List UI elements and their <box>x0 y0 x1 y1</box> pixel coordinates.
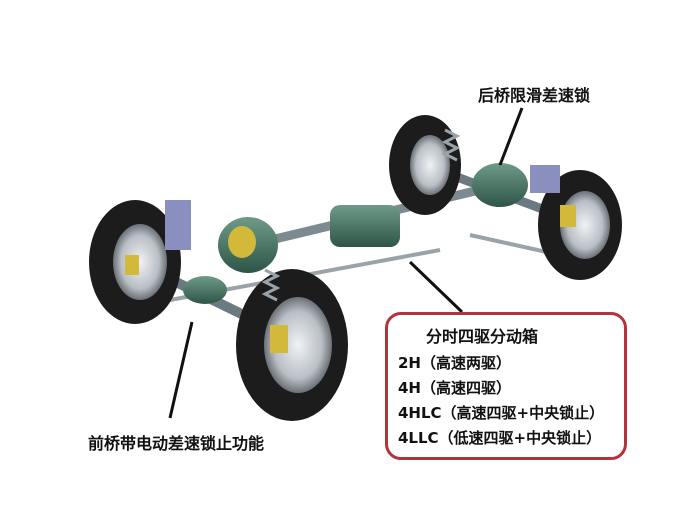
transfer-case-leader <box>408 260 464 314</box>
rear-differential <box>165 163 560 250</box>
mode-4llc: 4LLC（低速四驱+中央锁止） <box>398 429 602 447</box>
front-left-wheel <box>89 200 181 324</box>
mode-4hlc: 4HLC（高速四驱+中央锁止） <box>398 404 605 422</box>
rear-left-wheel <box>389 115 461 215</box>
mode-2h: 2H（高速两驱） <box>398 354 511 372</box>
transfer-case-title: 分时四驱分动箱 <box>426 327 539 346</box>
rear-axle-leader <box>498 107 524 166</box>
front-differential <box>183 217 278 304</box>
rear-right-wheel <box>538 170 622 280</box>
springs <box>261 128 461 302</box>
front-axle-label: 前桥带电动差速锁止功能 <box>88 434 265 453</box>
rear-axle-label: 后桥限滑差速锁 <box>478 86 591 105</box>
front-right-wheel <box>236 269 348 421</box>
transfer-case-info-box: 分时四驱分动箱 2H（高速两驱） 4H（高速四驱） 4HLC（高速四驱+中央锁止… <box>385 312 627 460</box>
front-axle-leader <box>168 321 194 419</box>
transfer-case <box>330 205 400 247</box>
mode-4h: 4H（高速四驱） <box>398 379 511 397</box>
